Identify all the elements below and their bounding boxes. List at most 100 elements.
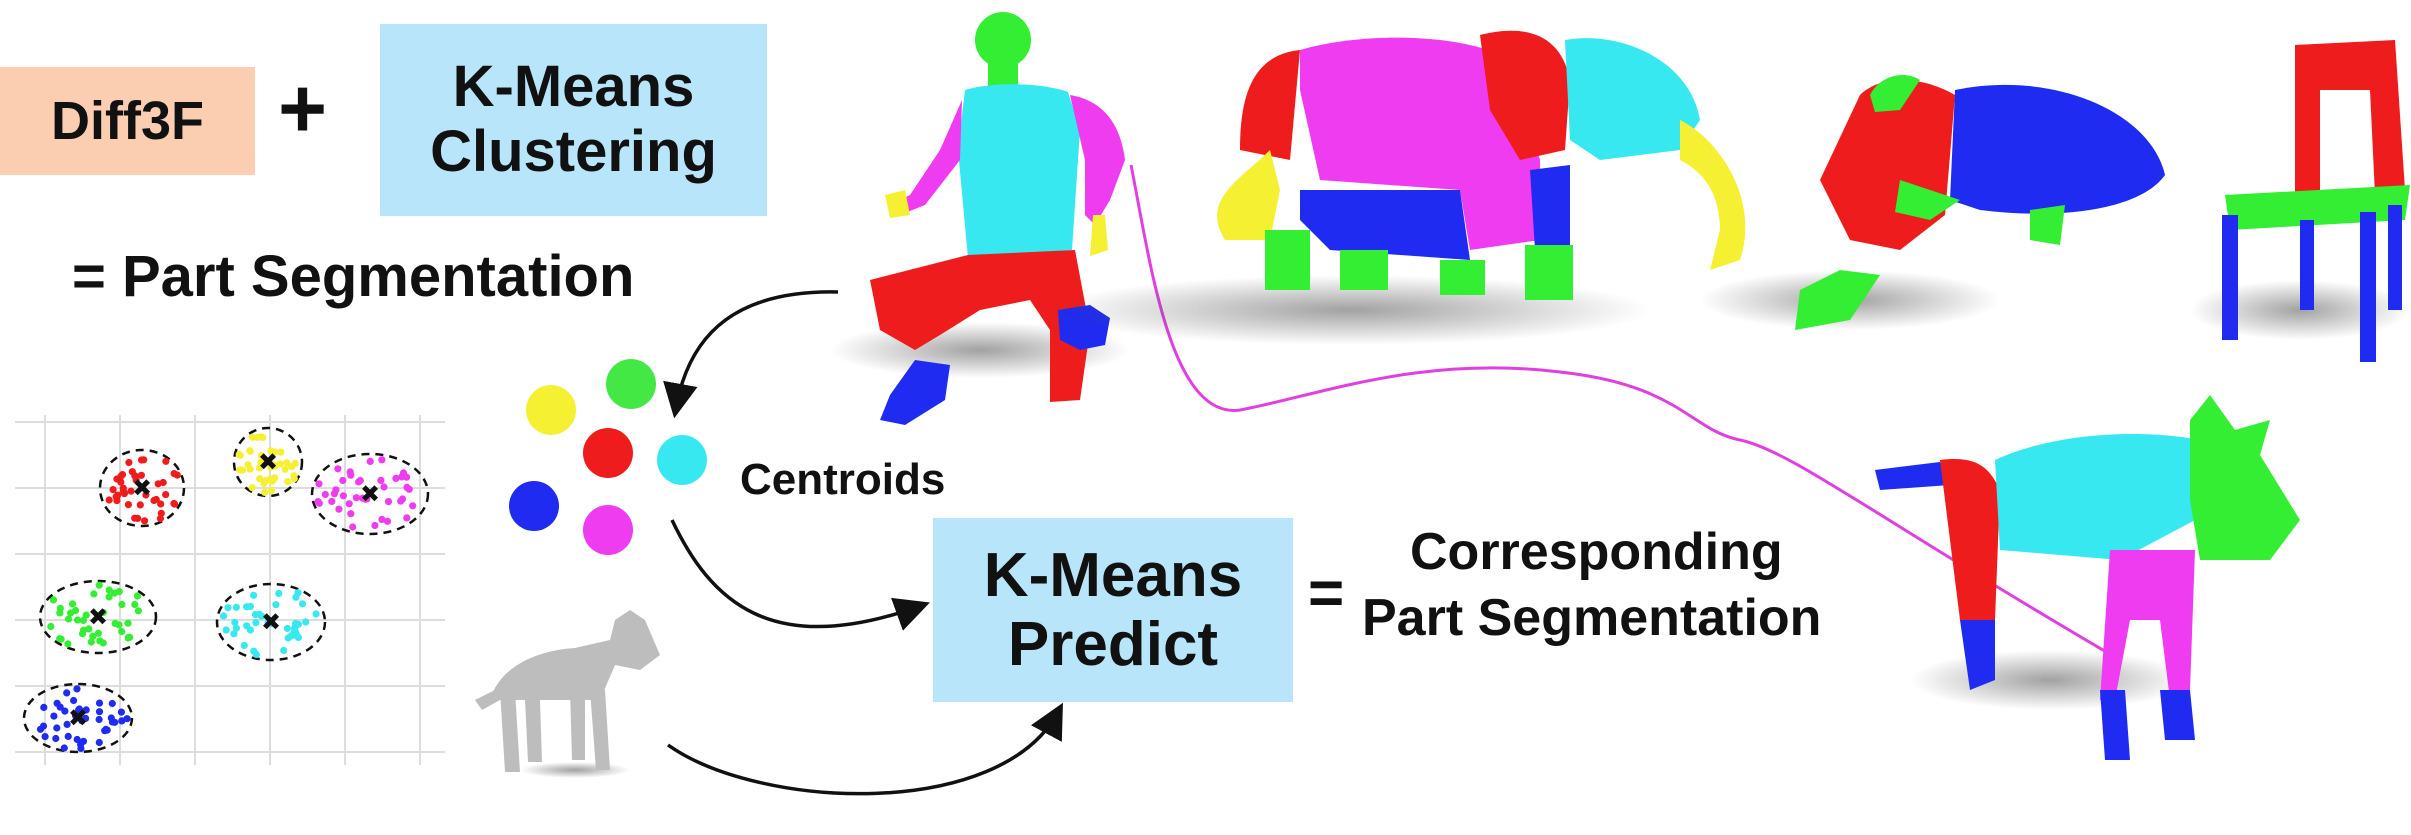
- cluster-point-green: [111, 619, 119, 628]
- cluster-point-magenta: [371, 521, 379, 530]
- cluster-point-magenta: [383, 517, 392, 525]
- cluster-point-blue: [52, 734, 60, 743]
- cluster-point-yellow: [246, 465, 254, 473]
- output-label-line2: Part Segmentation: [1362, 589, 1822, 647]
- cluster-point-blue: [82, 714, 90, 723]
- cluster-point-green: [105, 593, 113, 601]
- cluster-point-cyan: [224, 604, 232, 612]
- cluster-point-magenta: [345, 500, 353, 508]
- cluster-point-green: [85, 625, 93, 633]
- centroids-label: Centroids: [740, 455, 946, 504]
- correspondence-line: [1129, 164, 2121, 662]
- cluster-point-green: [131, 600, 139, 609]
- cluster-point-red: [136, 501, 144, 509]
- cluster-boundary-red: [98, 448, 186, 528]
- cluster-point-magenta: [352, 494, 360, 502]
- cluster-point-cyan: [283, 624, 291, 633]
- cluster-point-green: [64, 615, 73, 623]
- cluster-point-magenta: [347, 471, 355, 479]
- cluster-point-yellow: [268, 486, 276, 494]
- cluster-point-blue: [71, 712, 80, 720]
- cluster-point-magenta: [314, 498, 322, 506]
- centroid-circles: [509, 359, 707, 555]
- cluster-point-blue: [95, 715, 103, 724]
- cluster-point-red: [114, 491, 122, 499]
- cluster-point-blue: [95, 738, 103, 747]
- cluster-point-green: [82, 611, 90, 619]
- cluster-point-magenta: [328, 497, 336, 505]
- cluster-point-yellow: [267, 447, 275, 455]
- kmeans-predict-box: K-Means Predict: [933, 518, 1293, 702]
- plus-sign: +: [278, 61, 328, 155]
- cluster-point-cyan: [240, 641, 248, 650]
- cluster-point-red: [162, 457, 170, 465]
- cluster-point-cyan: [275, 589, 283, 598]
- cluster-point-green: [87, 638, 95, 646]
- cluster-point-magenta: [315, 480, 323, 488]
- cluster-point-blue: [117, 708, 125, 716]
- cluster-point-magenta: [347, 510, 355, 518]
- cluster-boundary-blue: [22, 682, 134, 754]
- cluster-point-yellow: [277, 448, 285, 456]
- centroid-x-icon: ✖: [261, 608, 281, 636]
- cluster-point-blue: [103, 726, 111, 734]
- cluster-point-red: [105, 496, 113, 504]
- cluster-point-blue: [63, 689, 71, 697]
- centroid-x-icon: ✖: [132, 474, 152, 502]
- cluster-point-blue: [108, 699, 116, 708]
- cluster-point-magenta: [409, 502, 417, 510]
- cluster-point-green: [47, 622, 55, 631]
- elephant-shape: [1050, 30, 1746, 345]
- cluster-point-red: [157, 509, 165, 517]
- cluster-point-yellow: [257, 451, 266, 460]
- cluster-point-magenta: [398, 473, 406, 481]
- cluster-point-yellow: [271, 462, 279, 470]
- cluster-point-magenta: [378, 456, 386, 464]
- cluster-point-red: [142, 491, 150, 499]
- centroid-x-icon: ✖: [360, 480, 380, 508]
- cluster-point-yellow: [290, 472, 298, 480]
- cluster-point-magenta: [356, 476, 364, 485]
- centroid-x-icon: ✖: [258, 448, 278, 476]
- cluster-point-yellow: [281, 465, 289, 473]
- cluster-point-cyan: [222, 626, 230, 634]
- centroid-cyan: [657, 435, 707, 485]
- cluster-point-cyan: [232, 624, 240, 632]
- cluster-point-yellow: [257, 458, 265, 466]
- cluster-point-green: [110, 589, 119, 597]
- cluster-point-cyan: [243, 603, 251, 611]
- cluster-point-magenta: [335, 505, 343, 513]
- cluster-point-cyan: [298, 600, 307, 608]
- cluster-point-yellow: [262, 477, 270, 485]
- cluster-point-red: [109, 486, 117, 494]
- cluster-point-green: [105, 586, 113, 594]
- cluster-point-red: [125, 458, 133, 467]
- untextured-cat-shape: [475, 610, 660, 778]
- cluster-point-green: [124, 619, 132, 627]
- centroid-x-icon: ✖: [88, 603, 108, 631]
- cluster-point-cyan: [246, 626, 254, 634]
- cluster-point-red: [162, 491, 170, 499]
- cluster-point-magenta: [334, 465, 342, 473]
- cluster-point-cyan: [302, 618, 310, 626]
- cluster-point-blue: [70, 696, 78, 705]
- part-segmentation-result: = Part Segmentation: [72, 244, 635, 309]
- cluster-point-blue: [41, 733, 49, 741]
- cluster-point-yellow: [284, 478, 292, 486]
- cluster-point-yellow: [255, 464, 264, 472]
- cluster-point-blue: [53, 699, 61, 707]
- cluster-point-cyan: [258, 612, 266, 620]
- cluster-point-cyan: [219, 612, 228, 620]
- cluster-point-green: [64, 640, 72, 648]
- cluster-point-blue: [79, 737, 88, 745]
- cluster-point-magenta: [339, 476, 347, 485]
- cluster-boundary-magenta: [310, 452, 430, 536]
- output-label-line1: Corresponding: [1410, 523, 1783, 581]
- cluster-point-blue: [64, 732, 72, 741]
- cluster-point-red: [141, 517, 149, 525]
- cluster-point-green: [78, 630, 87, 638]
- cluster-point-red: [134, 514, 142, 523]
- cluster-point-red: [170, 470, 178, 478]
- cluster-point-green: [96, 637, 104, 645]
- cluster-point-magenta: [330, 490, 338, 498]
